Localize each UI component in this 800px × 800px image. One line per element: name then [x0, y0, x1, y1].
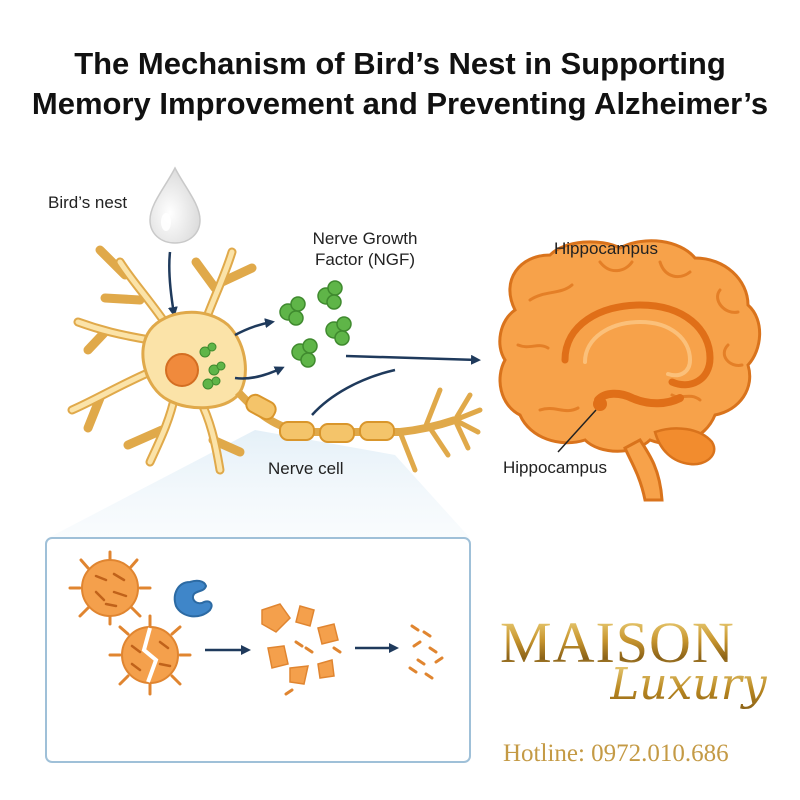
- plaque-fragments: [261, 603, 339, 685]
- birds-nest-drop-icon: [149, 166, 201, 244]
- debris-particles: [284, 624, 444, 696]
- brain: [498, 239, 762, 502]
- zoom-panel: [45, 537, 471, 763]
- breakdown-arrows: [205, 643, 399, 655]
- ngf-label: Nerve Growth Factor (NGF): [290, 228, 440, 270]
- neuron-nucleus: [165, 353, 199, 387]
- title-line-2: Memory Improvement and Preventing Alzhei…: [31, 86, 769, 121]
- hippocampus-title-label: Hippocampus: [554, 239, 658, 258]
- birds-nest-label: Bird’s nest: [48, 193, 128, 212]
- hippocampus-region: [594, 389, 684, 408]
- hippocampus-pointer-line: [557, 409, 597, 453]
- nerve-cell-label: Nerve cell: [268, 459, 344, 478]
- ngf-label-line-2: Factor (NGF): [314, 250, 416, 269]
- enzyme-icon: [173, 579, 213, 618]
- amyloid-plaque-2: [108, 614, 192, 696]
- ngf-molecules: [279, 280, 352, 368]
- zoom-beam: [48, 430, 470, 538]
- myelin-sheaths: [245, 393, 395, 443]
- hippocampus-pointer-label: Hippocampus: [503, 458, 607, 477]
- ngf-release-arrows: [234, 318, 481, 416]
- amyloid-plaque-1: [68, 550, 152, 626]
- ngf-label-line-1: Nerve Growth: [312, 229, 418, 248]
- axon-terminals: [397, 387, 483, 473]
- brand-logo: MAISON Luxury Hotline: 0972.010.686: [500, 612, 800, 792]
- title-line-1: The Mechanism of Bird’s Nest in Supporti…: [74, 46, 726, 81]
- brand-script: Luxury: [610, 659, 767, 710]
- page-title: The Mechanism of Bird’s Nest in Supporti…: [0, 44, 800, 124]
- hotline-text: Hotline: 0972.010.686: [503, 740, 729, 767]
- ngf-inside-cell: [199, 342, 226, 390]
- brand-name: MAISON: [500, 610, 735, 675]
- drop-arrow: [167, 251, 178, 317]
